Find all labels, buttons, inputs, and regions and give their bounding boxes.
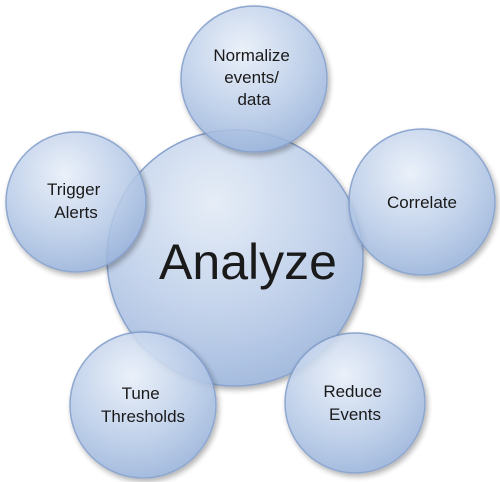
node-circle-tune (69, 331, 217, 479)
node-label-tune-line-1: Tune (122, 384, 160, 403)
node-label-correlate: Correlate (387, 193, 457, 212)
node-label-tune-line-2: Thresholds (101, 407, 185, 426)
node-circle-trigger (5, 131, 147, 273)
center-node: Analyze (106, 129, 364, 387)
node-label-trigger-line-1: Trigger (47, 180, 101, 199)
node-circle-reduce (284, 332, 426, 474)
node-label-reduce-line-2: Events (329, 405, 381, 424)
outer-node-reduce: Reduce Events (284, 332, 426, 474)
node-circle-correlate (348, 128, 496, 276)
outer-node-tune: Tune Thresholds (69, 331, 217, 479)
center-label: Analyze (159, 234, 337, 290)
node-label-reduce: Reduce Events (323, 382, 386, 424)
node-label-reduce-line-1: Reduce (323, 382, 382, 401)
node-label-normalize-line-2: events/ (224, 68, 279, 87)
node-label-correlate-line-1: Correlate (387, 193, 457, 212)
node-label-tune: Tune Thresholds (101, 384, 185, 426)
node-label-normalize-line-3: data (237, 90, 271, 109)
outer-node-trigger: Trigger Alerts (5, 131, 147, 273)
node-circle-normalize (180, 5, 328, 153)
node-label-normalize-line-1: Normalize (213, 46, 290, 65)
node-label-trigger: Trigger Alerts (47, 180, 105, 222)
outer-node-correlate: Correlate (348, 128, 496, 276)
outer-node-normalize: Normalize events/ data (180, 5, 328, 153)
node-label-trigger-line-2: Alerts (54, 203, 97, 222)
node-label-normalize: Normalize events/ data (213, 46, 294, 109)
